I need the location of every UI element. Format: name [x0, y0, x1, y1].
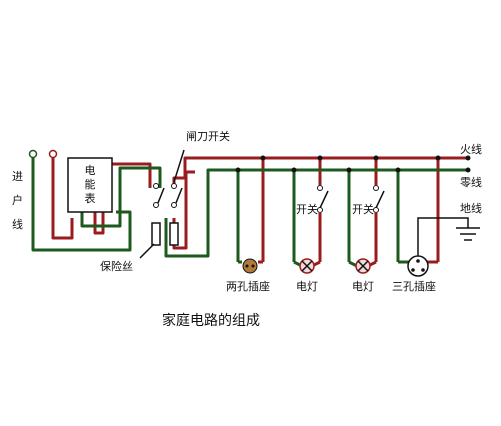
switch1-label: 开关	[296, 202, 318, 216]
meter-box	[67, 157, 113, 213]
incoming-label-2: 户	[12, 193, 23, 207]
knife-switch	[153, 149, 185, 208]
live-wire-path	[51, 156, 468, 262]
meter-label-1: 电	[85, 164, 96, 177]
lamp2-label: 电灯	[352, 280, 374, 293]
neutral-wire-label: 零线	[460, 175, 482, 189]
ground-wire-label: 地线	[460, 201, 482, 215]
wall-switch-1	[317, 185, 329, 262]
neutral-wire-path	[31, 157, 468, 262]
lamp1-label: 电灯	[296, 280, 318, 293]
meter-label-2: 能	[85, 177, 96, 191]
three-hole-socket	[398, 255, 438, 277]
incoming-live-terminal	[48, 149, 58, 159]
knife-switch-label: 闸刀开关	[186, 129, 230, 143]
lamp-2	[348, 258, 377, 274]
incoming-neutral-terminal	[28, 149, 38, 159]
two-hole-socket	[238, 258, 263, 274]
three-hole-socket-label: 三孔插座	[392, 279, 436, 293]
wall-switch-2	[373, 185, 385, 262]
ground-wire-path	[417, 217, 480, 262]
fuse-label: 保险丝	[100, 259, 133, 273]
junction-dots	[235, 155, 471, 173]
incoming-label-3: 线	[12, 217, 23, 231]
meter-label-3: 表	[85, 191, 96, 205]
incoming-label-1: 进	[12, 170, 23, 183]
lamp-1	[293, 258, 321, 274]
live-wire-label: 火线	[460, 142, 482, 156]
two-hole-socket-label: 两孔插座	[226, 279, 270, 293]
diagram-caption: 家庭电路的组成	[162, 312, 260, 329]
fuse-pair	[139, 222, 179, 259]
switch2-label: 开关	[352, 202, 374, 216]
